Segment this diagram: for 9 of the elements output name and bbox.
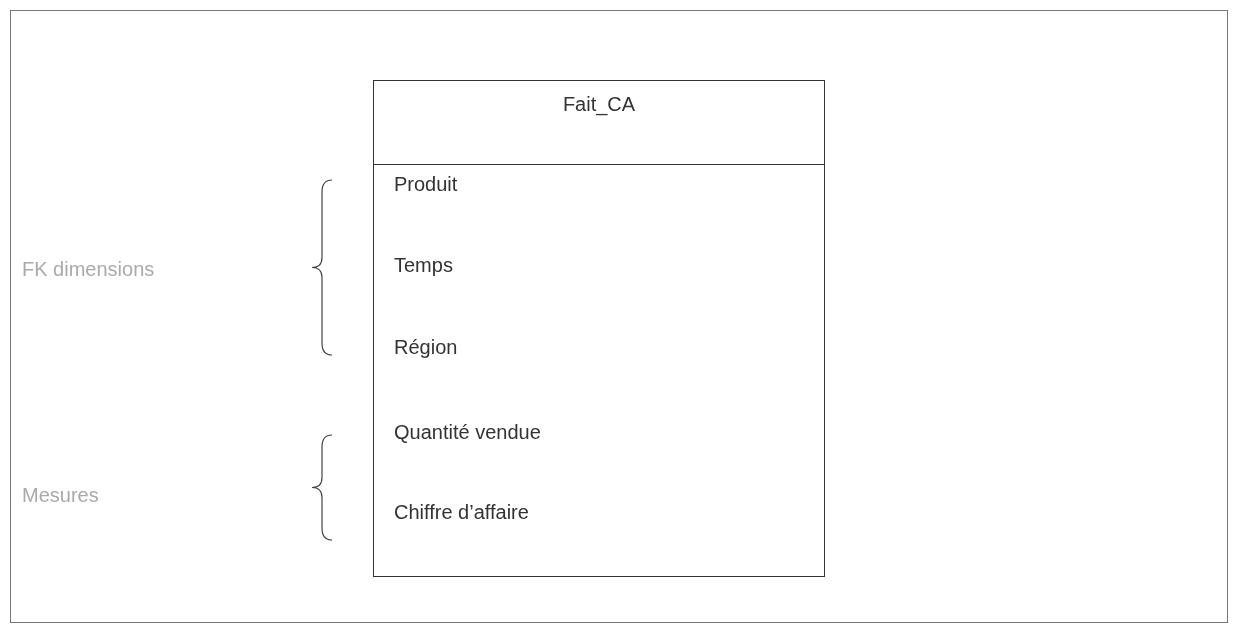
field-name: Produit [394,173,458,196]
field-name: Région [394,336,458,359]
table-box [373,80,825,577]
table-title: Fait_CA [561,93,637,116]
group-label: FK dimensions [22,258,155,281]
group-label: Mesures [22,484,99,507]
field-name: Quantité vendue [394,421,541,444]
field-name: Chiffre d’affaire [394,501,529,524]
field-name: Temps [394,254,453,277]
